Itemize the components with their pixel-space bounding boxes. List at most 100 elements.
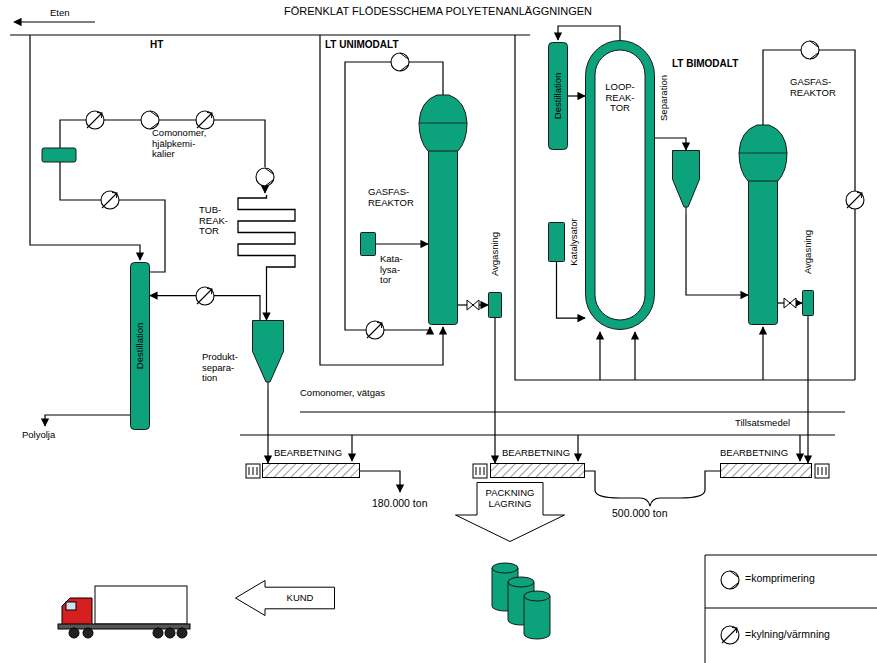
process-flow: [557, 262, 586, 318]
motor-symbol: [249, 467, 257, 475]
process-pipe: [577, 435, 578, 461]
gas-phase-reactor: GASFAS- REAKTOR: [428, 95, 458, 325]
cyclone-separator-outline: [672, 150, 700, 215]
process-pipe: [45, 415, 130, 426]
storage-silo: [492, 563, 518, 573]
process-vessel-outline: [548, 222, 565, 262]
separator-vessel-outline: [252, 320, 284, 390]
process-pipe: [599, 332, 600, 380]
motor-symbol: [818, 467, 826, 475]
node-label: BEARBETNING: [720, 448, 788, 459]
truck-illustration: [83, 628, 93, 638]
process-flow: [686, 215, 748, 295]
annotation: Comonomer, hjälpkemi- kalier: [152, 128, 206, 160]
process-pipe: [384, 327, 430, 330]
process-pipe: [240, 434, 835, 435]
process-pipe: [264, 187, 265, 193]
cooler-symbol: [86, 111, 104, 129]
process-pipe: [799, 435, 800, 461]
annotation: HT: [150, 39, 163, 50]
legend-frame: [705, 555, 877, 663]
process-pipe: [60, 162, 165, 272]
annotation: Tillsatsmedel: [735, 418, 790, 429]
process-vessel: Avgasning: [488, 292, 502, 318]
motor-symbol: [246, 464, 260, 478]
node-label: GASFAS- REAKTOR: [368, 187, 414, 208]
distillation-column: Destillation: [548, 42, 568, 150]
node-label: GASFAS- REAKTOR: [790, 77, 836, 98]
valve-symbol: [784, 298, 796, 308]
process-pipe: [320, 35, 443, 365]
vessel: [42, 148, 76, 162]
process-pipe: [854, 209, 855, 380]
separator-vessel: Produkt- separa- tion: [252, 320, 284, 390]
distillation-column: Destillation: [130, 262, 150, 430]
node-label: TUB- REAK- TOR: [199, 205, 228, 237]
process-flow: [494, 318, 495, 463]
compressor-symbol: [141, 111, 159, 129]
process-vessel: Katalysator: [548, 222, 565, 262]
storage-silo: [508, 577, 534, 587]
node-label: Katalysator: [569, 218, 580, 266]
process-flow: [376, 243, 428, 244]
storage-silo: [524, 591, 550, 601]
extruder-outline: [262, 463, 360, 478]
cooler-symbol: [101, 191, 119, 209]
process-vessel: Kata- lysa- tor: [360, 232, 376, 256]
process-pipe: [360, 471, 400, 492]
node-label: BEARBETNING: [502, 448, 570, 459]
process-arrow: PACKNING LAGRING: [455, 482, 565, 542]
compressor-symbol: [801, 41, 819, 59]
node-label: LOOP- REAK- TOR: [605, 82, 635, 114]
process-pipe: [585, 471, 595, 490]
cyclone-separator: Separation: [672, 150, 700, 215]
legend-symbol: [721, 626, 739, 644]
extruder: BEARBETNING: [720, 463, 812, 478]
truck-illustration: [66, 602, 76, 610]
annotation: 180.000 ton: [372, 498, 427, 510]
process-flow: [266, 270, 267, 320]
gas-phase-reactor: GASFAS- REAKTOR: [748, 125, 778, 325]
cooler-symbol: [846, 191, 864, 209]
cooler-symbol: [366, 321, 384, 339]
storage-silo: [524, 596, 550, 639]
delivery-arrow-outline: [235, 580, 335, 616]
compressor-symbol: [391, 53, 409, 71]
cooler-symbol: [196, 111, 214, 129]
process-pipe: [10, 34, 530, 35]
motor-symbol: [815, 464, 829, 478]
process-pipe: [10, 22, 855, 492]
process-pipe: [30, 35, 140, 260]
process-pipe: [762, 327, 763, 380]
process-pipe: [634, 332, 635, 380]
motor-symbol: [246, 464, 829, 478]
legend-frame: [705, 555, 877, 663]
node-label: Separation: [659, 75, 670, 121]
process-flow: [267, 390, 268, 463]
motor-symbol: [476, 467, 484, 475]
node-label: Produkt- separa- tion: [202, 352, 238, 384]
process-pipe: [300, 411, 845, 412]
annotation: LT UNIMODALT: [325, 39, 399, 50]
node-label: KUND: [287, 593, 314, 604]
tube-reactor: TUB- REAK- TOR: [235, 195, 298, 270]
compressor-symbol: [256, 168, 274, 186]
process-pipe: [14, 21, 95, 22]
node-label: PACKNING LAGRING: [486, 488, 535, 509]
extruder: BEARBETNING: [490, 463, 585, 478]
compressor-symbol: [141, 41, 819, 186]
process-pipe: [351, 435, 352, 461]
annotation: Comonomer, vätgas: [300, 388, 385, 399]
annotation: Polyolja: [22, 430, 55, 441]
process-vessel-outline: [802, 290, 814, 316]
process-flow: [655, 138, 686, 150]
node-label: Kata- lysa- tor: [380, 254, 403, 286]
process-pipe: [705, 471, 720, 490]
legend-text: =komprimering: [745, 573, 815, 585]
brace: [595, 490, 705, 506]
gas-phase-reactor-outline: [748, 125, 778, 325]
annotation: Eten: [50, 8, 70, 19]
truck-illustration: [69, 628, 79, 638]
process-pipe: [558, 26, 620, 40]
